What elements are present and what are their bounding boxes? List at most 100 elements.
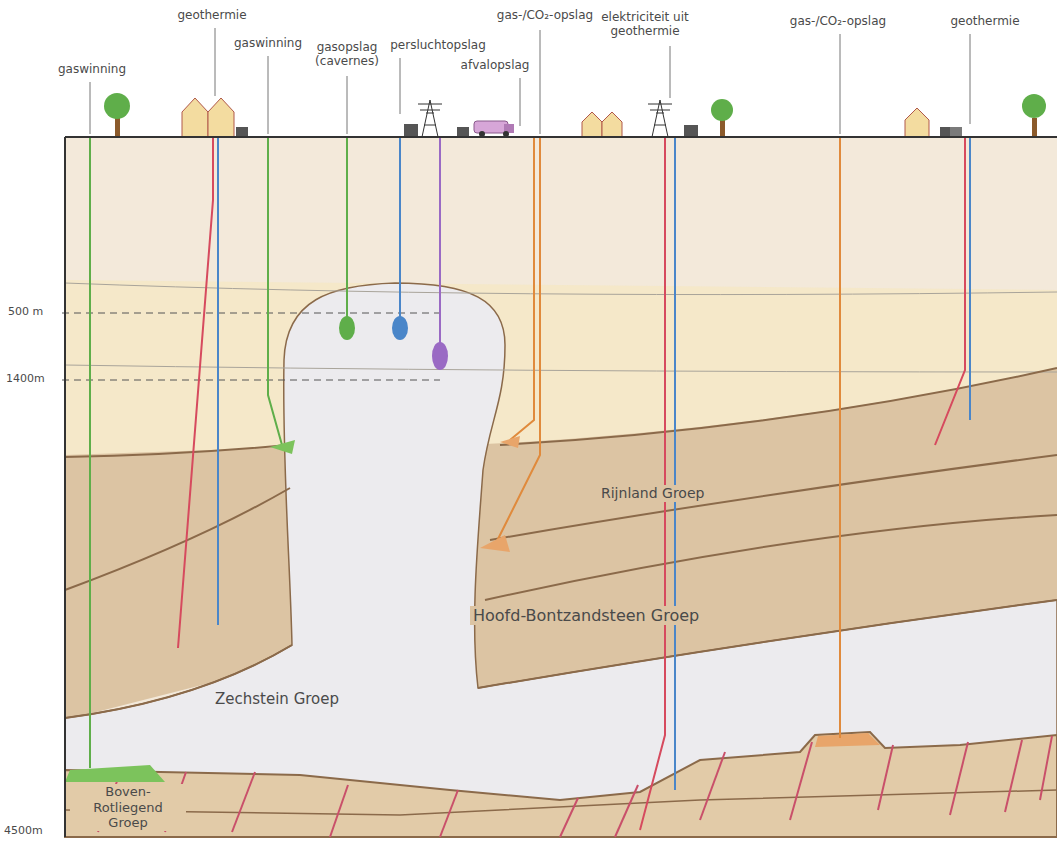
faults <box>878 745 893 810</box>
well-label: gas-/CO₂-opslag <box>497 8 593 22</box>
surface-icons <box>474 121 508 133</box>
wells <box>439 137 441 344</box>
wells <box>89 137 91 768</box>
reservoirs <box>432 342 448 370</box>
layer-boundaries <box>500 368 1057 445</box>
surface-icons <box>1022 94 1046 118</box>
surface-icons <box>950 127 962 137</box>
wells <box>217 137 219 625</box>
layer-boundaries <box>65 283 1057 718</box>
ground-surface <box>64 137 66 837</box>
surface-icons <box>404 124 418 137</box>
depth-lines <box>62 313 440 314</box>
faults <box>98 736 1052 837</box>
surface-icons <box>104 93 130 137</box>
leader-ticks <box>347 76 348 134</box>
surface-icons <box>208 98 234 137</box>
wells <box>268 137 282 445</box>
layer-boundaries <box>485 515 1057 600</box>
surface-icons <box>684 125 698 137</box>
ground-surface <box>65 137 1057 837</box>
leader-ticks <box>670 46 671 98</box>
surface-icons <box>711 99 733 137</box>
leader-ticks <box>540 30 541 134</box>
leader-ticks <box>90 82 91 134</box>
well-label: elektriciteit uit geothermie <box>599 10 691 39</box>
depth-label: 500 m <box>8 305 43 318</box>
layer-boundaries <box>65 445 288 457</box>
layer-boundaries <box>65 365 1057 372</box>
well-label: gaswinning <box>234 36 302 50</box>
strata <box>65 732 1057 837</box>
depth-label: 4500m <box>4 824 43 837</box>
leader-ticks <box>840 34 841 134</box>
faults <box>232 772 255 832</box>
wells <box>90 137 970 830</box>
leader-ticks <box>970 34 971 124</box>
strata <box>65 283 1057 800</box>
surface-icons <box>418 100 442 137</box>
surface-icons <box>182 98 929 137</box>
wells <box>178 137 213 648</box>
wells <box>510 137 534 440</box>
reservoirs <box>392 316 408 340</box>
reservoirs <box>339 316 355 340</box>
wells <box>346 137 348 318</box>
faults <box>440 790 458 837</box>
surface-icons <box>236 127 248 137</box>
faults <box>330 785 348 837</box>
strata <box>815 733 880 747</box>
leader-ticks <box>520 78 521 126</box>
wells <box>495 137 540 545</box>
depth-lines <box>62 313 440 380</box>
layer-boundaries <box>490 455 1057 540</box>
faults <box>950 742 968 815</box>
well-label: gas-/CO₂-opslag <box>790 14 886 28</box>
formation-label: Boven-Rotliegend Groep <box>70 784 186 831</box>
surface-icons <box>104 93 130 119</box>
formation-label: Zechstein Groep <box>212 690 342 708</box>
wells <box>640 137 665 830</box>
reservoirs <box>65 765 165 782</box>
surface-icons <box>182 98 208 137</box>
layer-boundaries <box>65 283 1057 295</box>
surface-icons <box>236 124 962 137</box>
surface-icons <box>1032 118 1037 137</box>
reservoirs <box>480 535 510 552</box>
surface-icons <box>474 121 514 137</box>
ground-surface <box>65 136 1057 138</box>
leader-ticks <box>268 56 269 134</box>
wells <box>969 137 971 420</box>
surface-icons <box>602 112 622 137</box>
wells <box>399 137 401 318</box>
well-label: afvalopslag <box>461 58 530 72</box>
surface-icons <box>905 108 929 137</box>
surface-icons <box>711 99 733 121</box>
faults <box>700 752 725 820</box>
surface-icons <box>582 112 602 137</box>
faults <box>790 742 812 820</box>
surface-icons <box>115 118 120 137</box>
wells <box>839 137 841 738</box>
strata <box>65 137 1057 837</box>
well-label: gasopslag (cavernes) <box>305 40 389 69</box>
leader-ticks <box>215 28 216 96</box>
surface-icons <box>457 127 469 137</box>
reservoirs <box>65 316 520 782</box>
faults <box>560 798 578 837</box>
surface-icons <box>1022 94 1046 137</box>
depth-lines <box>62 380 440 381</box>
well-label: persluchtopslag <box>390 38 486 52</box>
surface-icons <box>648 100 672 137</box>
surface-icons <box>720 120 725 137</box>
faults <box>615 785 638 837</box>
reservoirs <box>500 436 520 448</box>
well-label: geothermie <box>950 14 1019 28</box>
depth-label: 1400m <box>6 372 45 385</box>
faults <box>1040 736 1052 800</box>
well-label: geothermie <box>177 8 246 22</box>
leader-ticks <box>400 58 401 114</box>
